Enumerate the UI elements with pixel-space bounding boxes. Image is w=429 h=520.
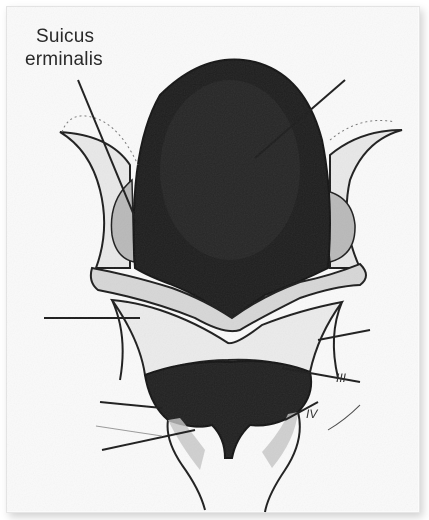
label-roman-iii: III <box>336 371 346 385</box>
label-roman-iv: IV <box>306 407 317 421</box>
label-sulcus: Suicus <box>36 27 94 46</box>
label-terminalis: erminalis <box>25 50 103 69</box>
